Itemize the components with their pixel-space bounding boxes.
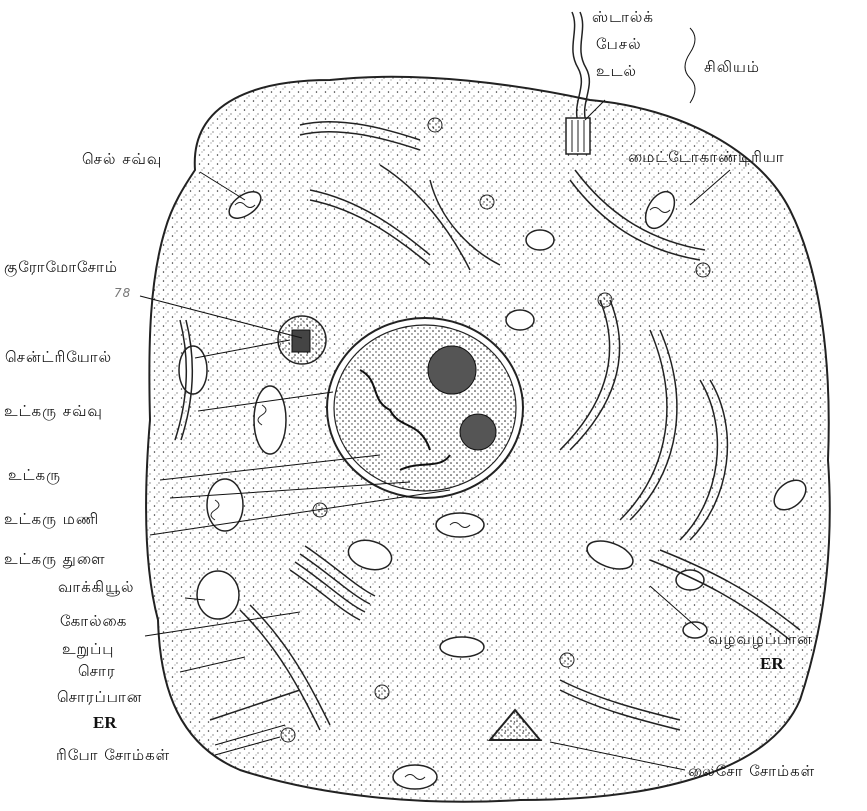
label-mitochondria: மைட்டோகாண்டிரியா [628, 148, 785, 166]
label-cell-membrane: செல் சவ்வு [82, 150, 162, 168]
label-rough: சொர [78, 662, 116, 680]
label-stalk: ஸ்டால்க் [592, 8, 654, 26]
label-ribosomes: ரிபோ சோம்கள் [56, 746, 170, 764]
cilium-bracket [685, 28, 695, 103]
label-cilium: சிலியம் [704, 58, 760, 76]
nuclear-membrane-inner [334, 325, 516, 491]
label-nucleolus: உட்கரு மணி [4, 510, 99, 528]
label-tag: 78 [114, 284, 131, 302]
label-smooth: வழவழப்பான [708, 630, 813, 648]
label-lysosomes: லைசோ சோம்கள் [688, 762, 815, 780]
label-body: உடல் [596, 62, 637, 80]
label-golgi: கோல்கை [60, 612, 127, 630]
nucleolus [428, 346, 476, 394]
label-nuclear-membrane: உட்கரு சவ்வு [4, 402, 103, 420]
label-centriole: சென்ட்ரியோல் [5, 348, 112, 366]
vacuole [197, 571, 239, 619]
label-smooth-er: ER [760, 654, 784, 674]
label-nuclear-pore: உட்கரு துளை [4, 550, 106, 568]
label-rough-2: சொரப்பான [57, 688, 142, 706]
label-golgi-2: உறுப்பு [62, 640, 114, 658]
label-vacuole: வாக்கியூல் [58, 578, 134, 596]
label-rough-er: ER [93, 713, 117, 733]
label-basal: பேசல் [596, 35, 642, 53]
label-chromosome: குரோமோசோம் [4, 258, 118, 276]
label-nucleus: உட்கரு [8, 466, 61, 484]
